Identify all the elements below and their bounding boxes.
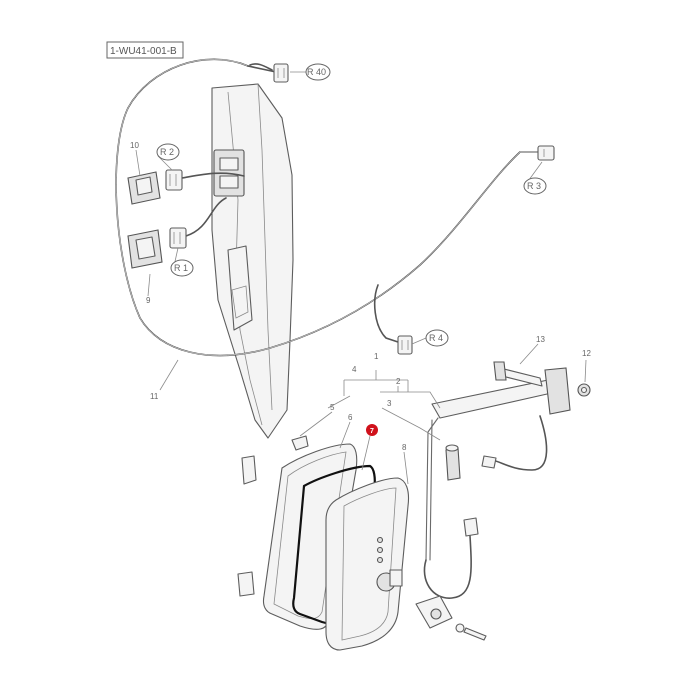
wire-plug [463,517,479,537]
cab-pillar [211,83,294,439]
switch-9-rocker [135,236,156,260]
switch-slot-upper [219,157,239,171]
clamp-hole [430,608,442,620]
adjust-knob [445,447,461,481]
leader-12 [584,359,587,383]
leader-10 [135,149,141,177]
leader-11 [159,359,179,391]
connector-r3 [537,145,555,161]
leader-lines [135,71,587,485]
housing-face [341,487,397,641]
diagram-code-frame [106,41,184,59]
reference-r4-text: R 4 [429,333,443,343]
leader-9 [147,273,151,297]
mirror-arm [431,379,557,419]
clip-5-upper [291,435,309,451]
wiring-harness [115,58,541,357]
pillar-body [211,83,294,439]
part-label-8: 8 [402,443,407,452]
leader-7 [361,435,371,471]
adjust-knob-top [445,444,459,452]
switch-10-rocker [135,176,153,196]
reference-r4[interactable]: R 4 [425,329,449,347]
connectors [165,63,555,355]
highlight-marker [366,424,378,436]
part-label-6: 6 [348,413,353,422]
reference-r1[interactable]: R 1 [170,259,194,277]
switch-slot-lower [219,175,239,189]
pillar-inner-line [257,83,273,411]
part-label-4: 4 [352,365,357,374]
reference-callouts: R 40 R 2 R 1 R 3 R 4 [156,63,547,347]
part-label-9: 9 [146,296,151,305]
connector-r2 [165,169,183,191]
mirror-arm-assembly [425,361,591,561]
washer [455,623,465,633]
part-label-10: 10 [130,141,139,150]
harness-branch-r4 [373,284,399,343]
leader-8 [403,451,409,485]
rocker-switches [127,171,163,269]
mirror-heater-wire [423,415,548,599]
clamp-screw [463,627,487,641]
frame-inner-edge [273,451,347,620]
reference-r3-text: R 3 [527,181,541,191]
part-label-7: 7 [370,428,374,435]
harness-branch-r40 [247,65,277,73]
reference-r2[interactable]: R 2 [156,143,180,161]
clip-upper-left [241,455,257,485]
part-label-2: 2 [396,377,401,386]
leader-6 [339,421,351,449]
connector-r40 [273,63,289,83]
arm-mount-bracket [544,367,571,415]
leader-4 [327,395,351,409]
leader-3 [381,407,441,441]
nut-12-hole [580,386,588,394]
part-label-5: 5 [330,403,335,412]
part-label-12: 12 [582,349,591,358]
reference-r1-text: R 1 [174,263,188,273]
housing-shell [325,477,410,651]
diagram-code-text: 1-WU41-001-B [110,46,177,57]
mirror-housing [325,477,410,651]
harness-tail [249,63,273,71]
part-label-3: 3 [387,399,392,408]
housing-clamp [389,569,403,587]
part-number-labels: 1 2 3 4 5 6 7 8 9 10 11 12 13 [130,141,591,452]
part-label-11: 11 [150,392,159,401]
bolt-13-head [493,361,507,381]
leader-5 [299,411,333,437]
reference-r2-text: R 2 [160,147,174,157]
bolt-13-shank [499,367,543,387]
connector-r4 [397,335,413,355]
part-7-highlight-badge[interactable]: 7 [366,424,378,436]
mirror-rod-edge [429,419,433,561]
part-label-1: 1 [374,352,379,361]
clip-lower-left [237,571,255,597]
heater-wire-lower [423,535,472,599]
leader-13 [519,343,539,365]
pillar-grip [231,285,249,319]
clamp-block [415,595,487,641]
leader-r4 [411,337,427,345]
harness-branch-switch-9 [185,197,227,237]
mirror-rod [425,417,439,561]
part-label-13: 13 [536,335,545,344]
bracket-2 [380,391,441,409]
harness-branch-switch-10 [181,172,245,179]
heater-wire-upper [491,415,548,471]
reference-r40-text: R 40 [307,67,326,77]
wire-terminal [481,455,497,469]
reference-r40[interactable]: R 40 [305,63,331,81]
harness-main-loop [115,58,541,357]
diagram-code-label: 1-WU41-001-B [106,41,184,59]
connector-r1 [169,227,187,249]
reference-r3[interactable]: R 3 [523,177,547,195]
